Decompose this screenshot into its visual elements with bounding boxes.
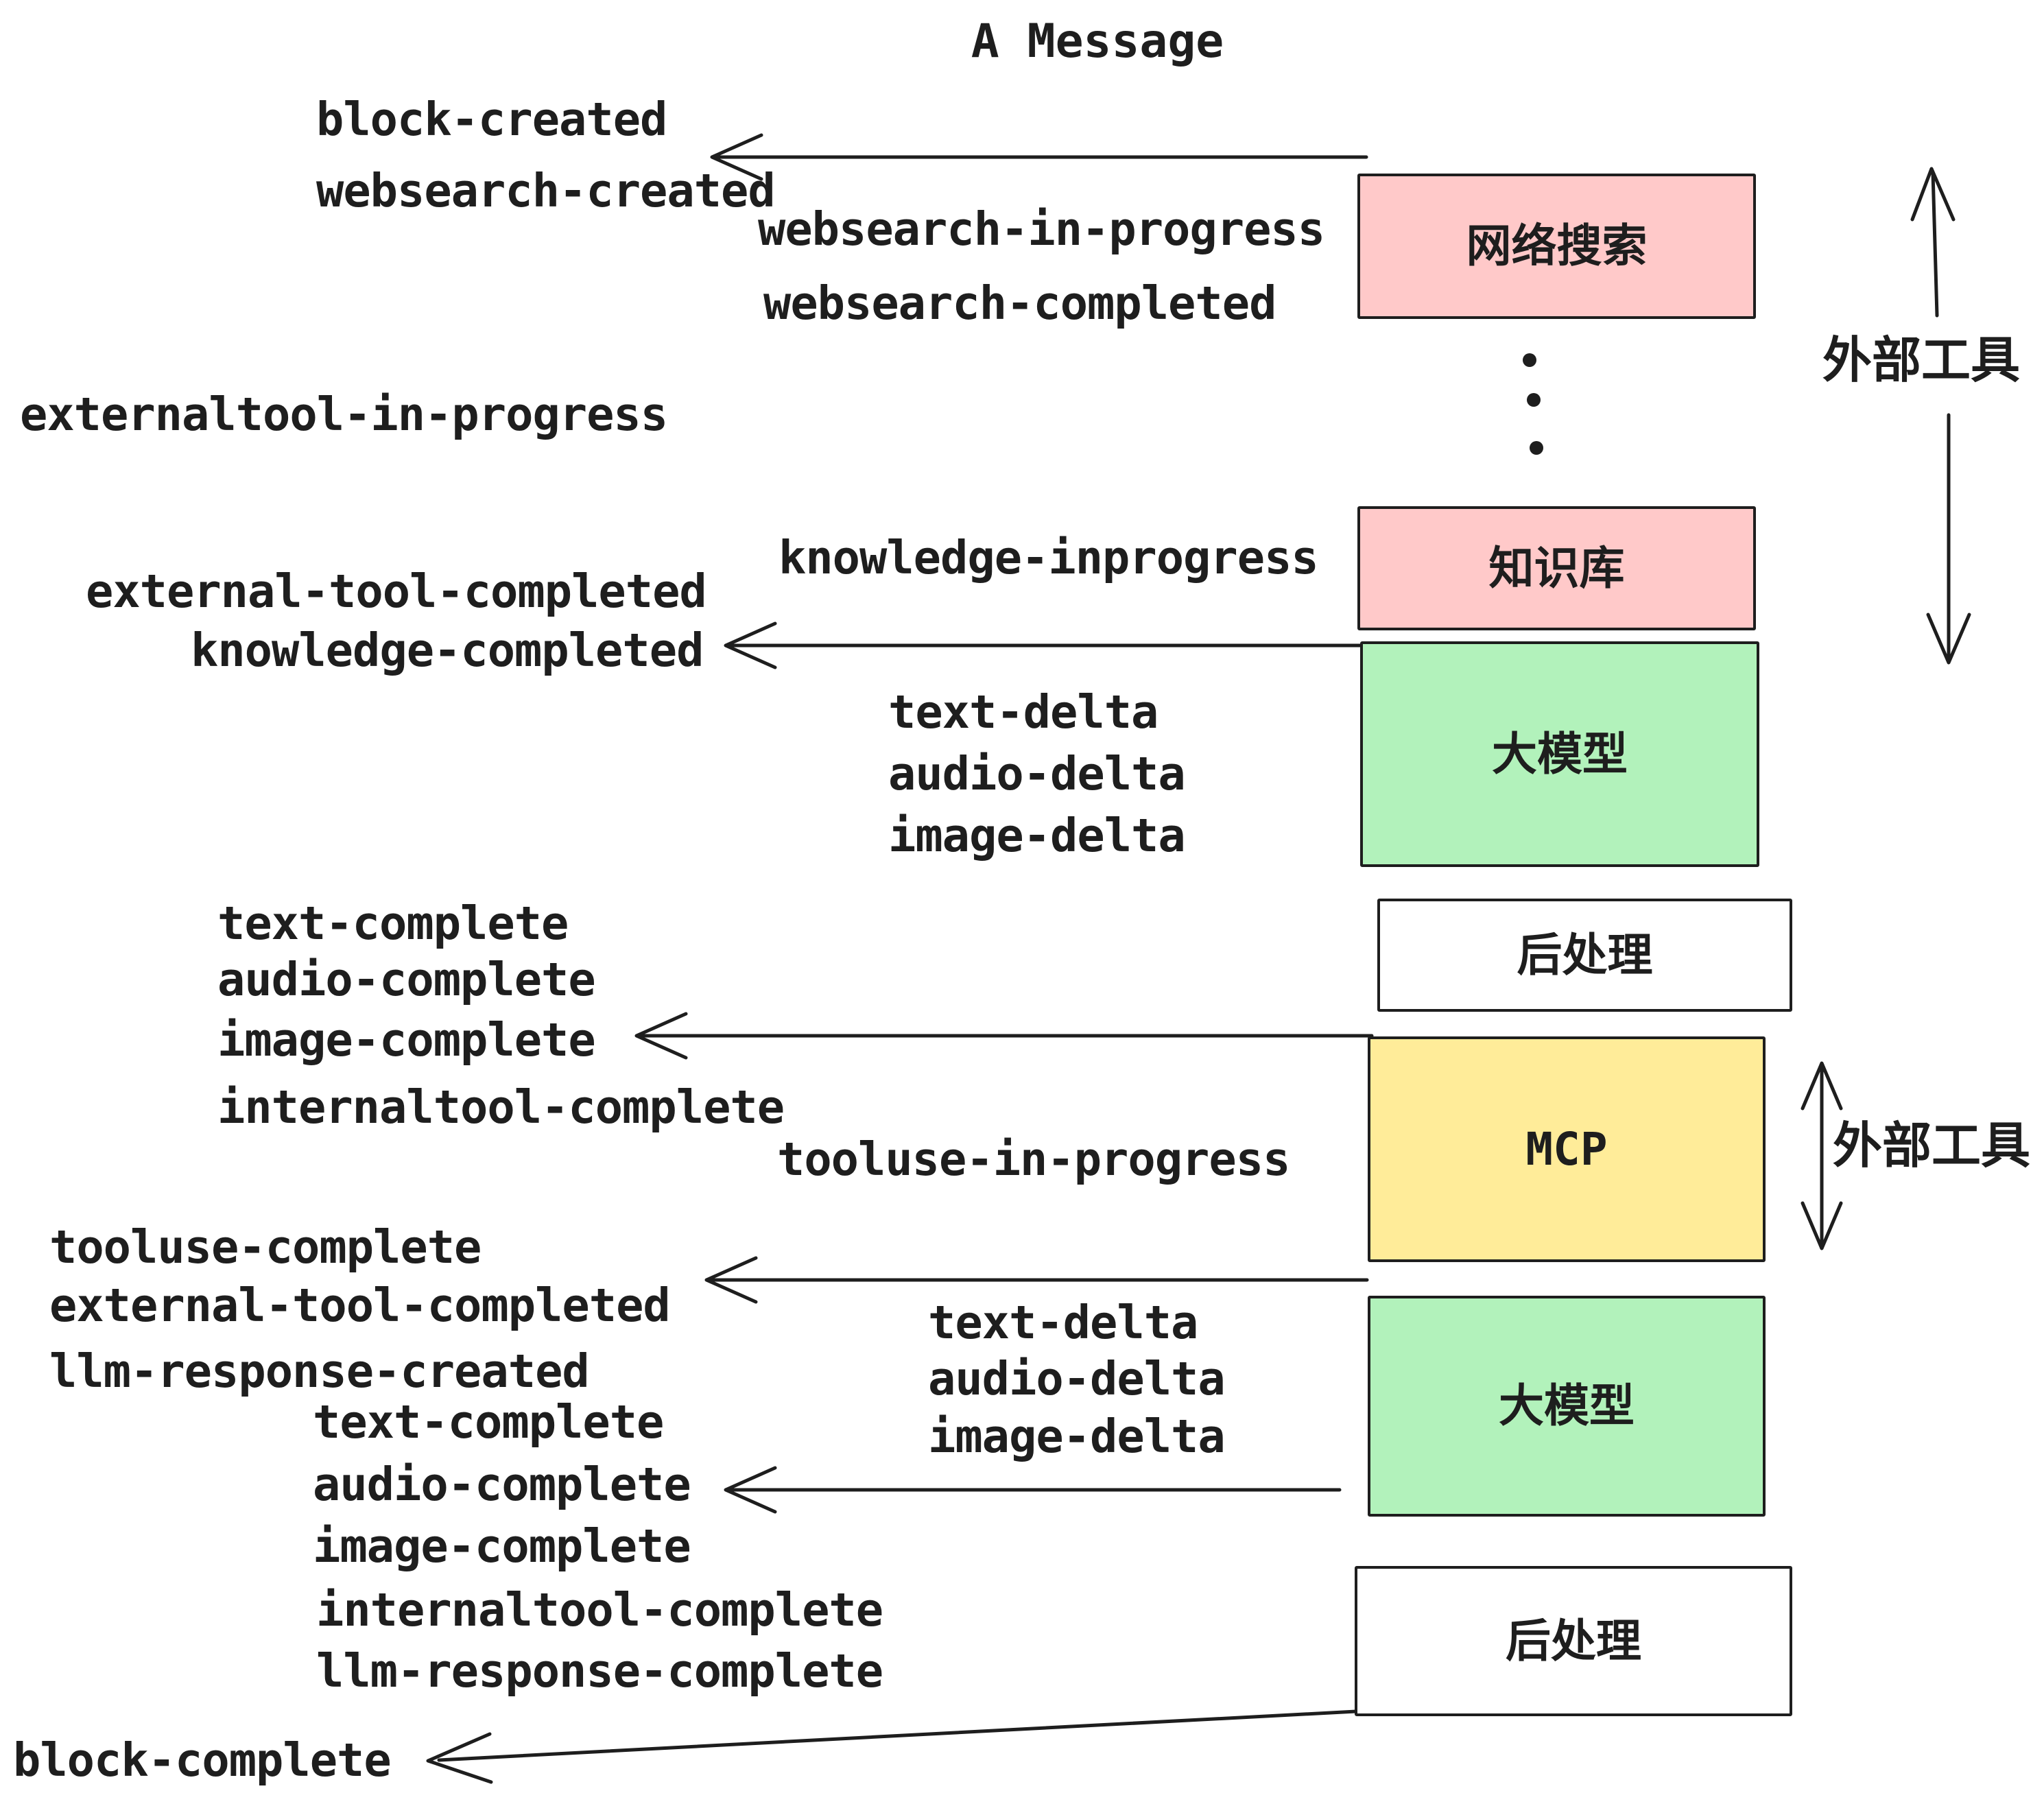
node-llm-2: 大模型 [1368, 1296, 1766, 1517]
event-text-complete: text-complete [217, 897, 569, 950]
event-tooluse-in-progress: tooluse-in-progress [777, 1132, 1290, 1186]
diagram-title: A Message [971, 14, 1224, 69]
event-image-delta-2: image-delta [928, 1410, 1226, 1463]
event-internaltool-complete: internaltool-complete [217, 1080, 785, 1134]
event-audio-delta-2: audio-delta [928, 1352, 1226, 1405]
arrow-to-knowledge-completed [724, 621, 1364, 669]
event-image-complete: image-complete [217, 1013, 596, 1067]
external-tool-down-arrow [1926, 413, 1971, 665]
event-tooluse-complete: tooluse-complete [49, 1220, 482, 1274]
event-knowledge-completed: knowledge-completed [191, 624, 704, 677]
ellipsis-dots [1523, 353, 1543, 455]
node-mcp: MCP [1368, 1036, 1766, 1262]
event-websearch-in-progress: websearch-in-progress [758, 202, 1325, 256]
event-text-delta: text-delta [888, 685, 1158, 739]
external-tool-up-arrow [1910, 167, 1956, 318]
node-knowledge-base: 知识库 [1357, 506, 1756, 630]
node-label: 知识库 [1488, 541, 1625, 595]
event-externaltool-in-progress: externaltool-in-progress [20, 388, 668, 441]
event-image-delta: image-delta [888, 809, 1186, 862]
event-block-complete: block-complete [13, 1733, 392, 1787]
event-websearch-created: websearch-created [316, 164, 776, 217]
node-postprocess-1: 后处理 [1377, 899, 1792, 1012]
arrow-to-block-complete [426, 1709, 1358, 1784]
event-external-tool-completed: external-tool-completed [86, 565, 707, 618]
event-image-complete-2: image-complete [313, 1519, 691, 1573]
node-label: 后处理 [1506, 1614, 1641, 1667]
event-text-complete-2: text-complete [313, 1395, 664, 1449]
node-label: 大模型 [1499, 1379, 1635, 1432]
arrow-to-image-complete [634, 1012, 1374, 1060]
event-internaltool-complete-2: internaltool-complete [316, 1583, 883, 1637]
event-websearch-completed: websearch-completed [763, 276, 1276, 330]
arrow-to-audio-complete [724, 1466, 1342, 1514]
event-llm-response-created: llm-response-created [49, 1344, 590, 1398]
node-label: 网络搜索 [1466, 219, 1648, 272]
arrow-to-websearch-created [710, 133, 1368, 181]
node-label: 后处理 [1517, 928, 1653, 982]
node-llm-1: 大模型 [1360, 641, 1759, 867]
event-block-created: block-created [316, 93, 667, 146]
event-audio-complete: audio-complete [217, 953, 596, 1006]
event-llm-response-complete: llm-response-complete [316, 1644, 883, 1698]
event-audio-delta: audio-delta [888, 747, 1186, 800]
node-websearch: 网络搜索 [1357, 174, 1756, 319]
event-knowledge-inprogress: knowledge-inprogress [779, 531, 1319, 584]
node-label: MCP [1525, 1122, 1608, 1176]
side-label-external-tools-2: 外部工具 [1833, 1117, 2031, 1174]
side-label-external-tools-1: 外部工具 [1822, 331, 2021, 389]
event-audio-complete-2: audio-complete [313, 1458, 691, 1511]
node-postprocess-2: 后处理 [1355, 1566, 1792, 1716]
node-label: 大模型 [1492, 727, 1628, 781]
event-text-delta-2: text-delta [928, 1296, 1198, 1349]
event-external-tool-completed-2: external-tool-completed [49, 1279, 671, 1332]
